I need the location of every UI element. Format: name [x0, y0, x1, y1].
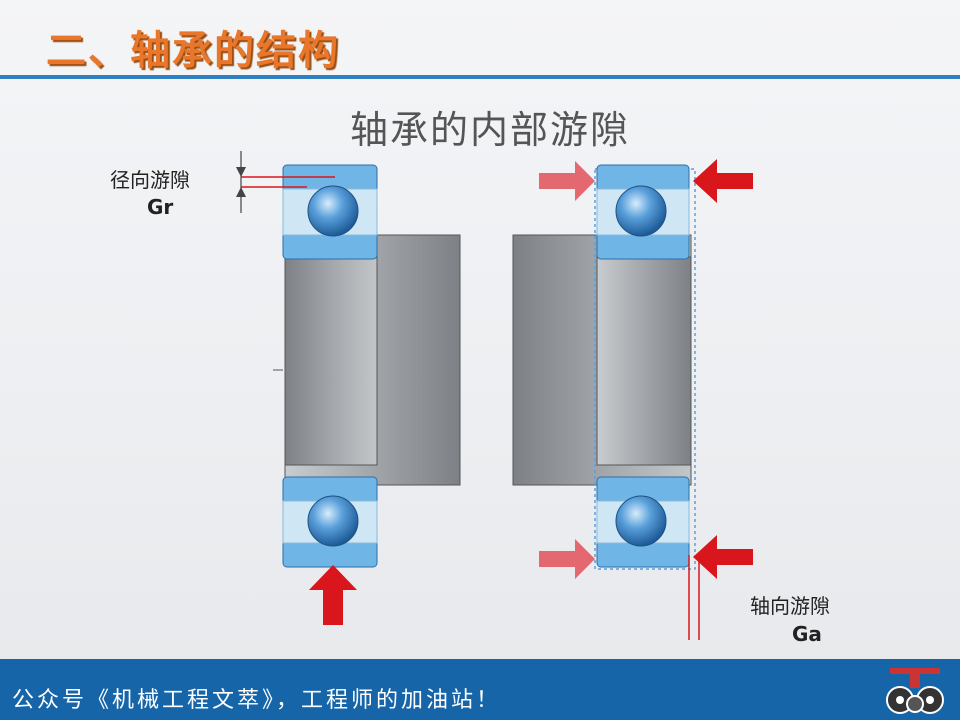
right-shaft-face [596, 256, 692, 466]
radial-dim-arrow-up [236, 187, 246, 197]
radial-clearance-label: 径向游隙 [110, 168, 190, 192]
axial-load-arrow-top-icon [693, 159, 753, 203]
axial-clearance-symbol: Ga [792, 622, 822, 645]
gear-logo-icon [886, 668, 944, 714]
radial-clearance-symbol: Gr [147, 195, 173, 219]
radial-load-arrow-icon [309, 565, 357, 625]
right-bottom-ball [615, 495, 667, 547]
left-top-ball [307, 185, 359, 237]
axial-push-arrow-top-icon [539, 161, 595, 201]
bearing-clearance-diagram: 轴承的内部游隙 径向游隙 Gr [110, 108, 830, 645]
axial-push-arrow-bottom-icon [539, 539, 595, 579]
footer-text: 公众号《机械工程文萃》，工程师的加油站！ [12, 688, 502, 713]
left-bottom-ball [307, 495, 359, 547]
footer-bar [0, 659, 960, 720]
right-top-ball [615, 185, 667, 237]
diagram-heading: 轴承的内部游隙 [350, 108, 630, 152]
axial-load-arrow-bottom-icon [693, 535, 753, 579]
left-bearing [236, 151, 461, 625]
left-shaft-face [284, 256, 378, 466]
radial-dim-arrow-down [236, 167, 246, 177]
right-bearing [512, 159, 753, 640]
slide-title: 二、轴承的结构 [46, 28, 340, 74]
axial-clearance-label: 轴向游隙 [750, 594, 830, 618]
title-underline [0, 75, 960, 79]
